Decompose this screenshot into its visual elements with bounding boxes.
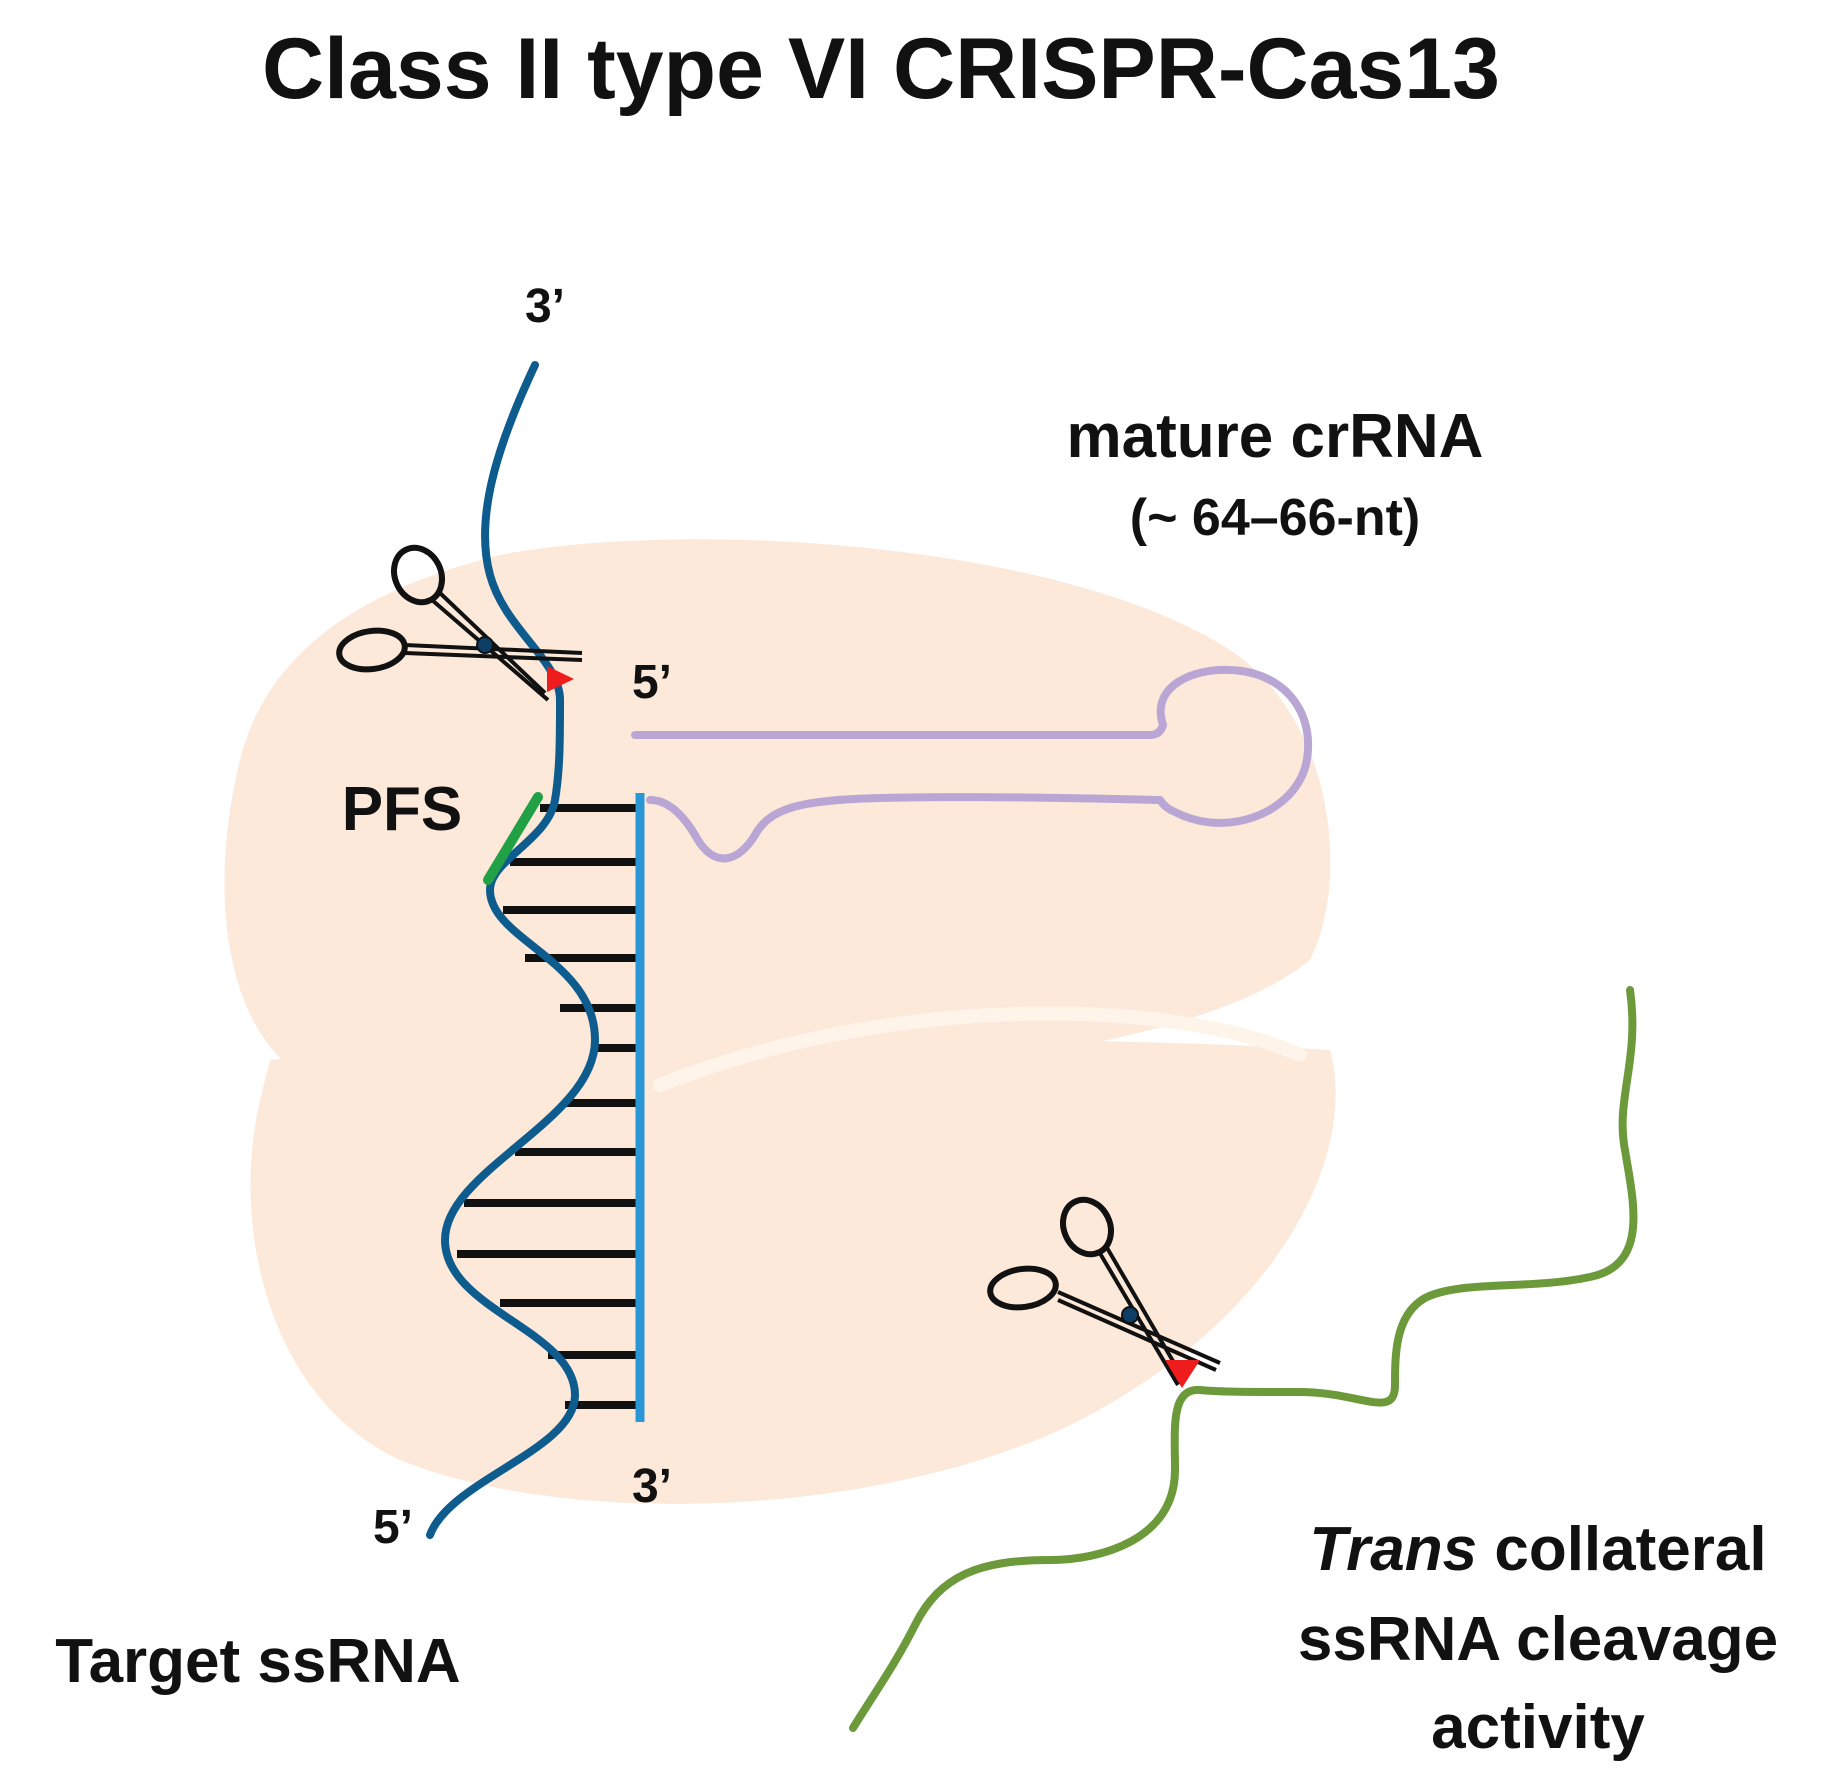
crrna-5prime-label: 5’ [632,656,672,709]
target-3prime-label: 3’ [525,280,565,333]
scissors-pivot [476,636,494,654]
scissors-handle [336,627,408,673]
cleavage-site-marker [547,666,574,692]
collateral-activity-line3: activity [1431,1693,1645,1762]
collateral-word: collateral [1477,1515,1766,1584]
scissors-pivot [1121,1306,1139,1324]
collateral-activity-line2: ssRNA cleavage [1298,1605,1778,1674]
crrna-3prime-label: 3’ [632,1460,672,1513]
mature-crrna-label: mature crRNA [1067,402,1484,471]
crrna-length-label: (~ 64–66-nt) [1130,489,1420,547]
collateral-ssrna-strand [849,986,1638,1732]
cleavage-site-marker [1165,1360,1200,1388]
scissors-handle [987,1265,1059,1311]
pfs-label: PFS [342,775,463,844]
crrna-hairpin-lower-strand [646,793,1164,863]
trans-italic-word: Trans [1309,1515,1477,1584]
diagram-title: Class II type VI CRISPR-Cas13 [262,21,1500,117]
scissors-icon [336,544,583,702]
crrna-repeat-hairpin [631,665,1313,863]
collateral-activity-line1: Trans collateral [1309,1515,1766,1584]
target-ssrna-strand [426,361,600,1539]
scissors-icon [987,1196,1221,1387]
target-5prime-label: 5’ [373,1501,413,1554]
cas13-highlight [653,1006,1307,1092]
pfs-segment [483,792,543,885]
cas13-protein [224,539,1336,1504]
scissors-handle [391,544,445,606]
target-ssrna-label: Target ssRNA [55,1627,460,1696]
crrna-hairpin-loop [1156,665,1313,827]
